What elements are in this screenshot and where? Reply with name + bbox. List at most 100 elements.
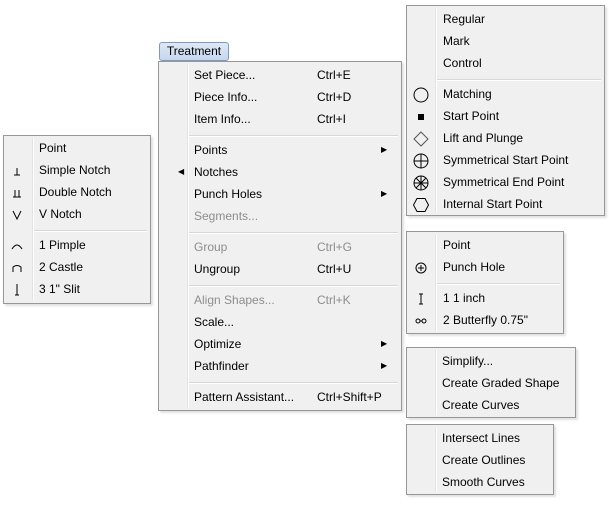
- menu-item-symmetrical-end-point[interactable]: Symmetrical End Point: [407, 171, 604, 193]
- menu-item-label: Simplify...: [442, 354, 494, 368]
- menu-item-segments[interactable]: Segments...: [159, 205, 401, 227]
- menu-item-mark[interactable]: Mark: [407, 30, 604, 52]
- optimize-submenu: Simplify... Create Graded Shape Create C…: [406, 347, 576, 418]
- menu-item-group[interactable]: Group Ctrl+G: [159, 236, 401, 258]
- menu-item-simplify[interactable]: Simplify...: [407, 350, 575, 372]
- menu-item-double-notch[interactable]: Double Notch: [4, 181, 150, 203]
- menu-item-label: Control: [443, 56, 482, 70]
- menu-item-shortcut: Ctrl+K: [317, 293, 351, 307]
- menu-item-label: Item Info...: [194, 112, 251, 126]
- menu-item-set-piece[interactable]: Set Piece... Ctrl+E: [159, 64, 401, 86]
- menu-item-create-outlines[interactable]: Create Outlines: [407, 449, 553, 471]
- points-submenu: Regular Mark Control Matching Start Poin…: [406, 5, 605, 216]
- butterfly-icon: [411, 309, 431, 331]
- menu-item-label: Symmetrical Start Point: [443, 153, 569, 167]
- menu-item-label: Start Point: [443, 109, 500, 123]
- menu-separator: [437, 79, 601, 81]
- menu-item-shortcut: Ctrl+Shift+P: [317, 390, 382, 404]
- menu-item-pattern-assistant[interactable]: Pattern Assistant... Ctrl+Shift+P: [159, 386, 401, 408]
- menu-item-label: Create Curves: [442, 398, 520, 412]
- menu-separator: [189, 382, 398, 384]
- menu-item-label: Points: [194, 143, 228, 157]
- menu-separator: [437, 283, 560, 285]
- menu-item-label: Smooth Curves: [442, 475, 525, 489]
- menu-item-shortcut: Ctrl+U: [317, 262, 352, 276]
- menu-item-castle[interactable]: 2 Castle: [4, 256, 150, 278]
- menu-separator: [189, 135, 398, 137]
- menu-item-pathfinder[interactable]: Pathfinder ▶: [159, 355, 401, 377]
- punch-holes-submenu: Point Punch Hole 1 1 inch 2 Butterfly 0.…: [406, 231, 564, 334]
- submenu-arrow-icon: ▶: [381, 189, 388, 198]
- menu-item-create-graded-shape[interactable]: Create Graded Shape: [407, 372, 575, 394]
- menu-gutter: [187, 64, 189, 408]
- menu-item-smooth-curves[interactable]: Smooth Curves: [407, 471, 553, 493]
- menu-item-points[interactable]: Points ▶: [159, 139, 401, 161]
- menu-item-pimple[interactable]: 1 Pimple: [4, 234, 150, 256]
- menu-gutter: [435, 234, 437, 331]
- menu-item-scale[interactable]: Scale...: [159, 311, 401, 333]
- menu-item-intersect-lines[interactable]: Intersect Lines: [407, 427, 553, 449]
- circle-icon: [411, 83, 431, 105]
- treatment-menu-title[interactable]: Treatment: [159, 42, 229, 61]
- menu-item-start-point[interactable]: Start Point: [407, 105, 604, 127]
- menu-item-item-info[interactable]: Item Info... Ctrl+I: [159, 108, 401, 130]
- menu-item-label: Pathfinder: [194, 359, 249, 373]
- submenu-arrow-icon: ▶: [381, 145, 388, 154]
- menu-item-internal-start-point[interactable]: Internal Start Point: [407, 193, 604, 215]
- menu-item-regular[interactable]: Regular: [407, 8, 604, 30]
- inch-icon: [411, 287, 431, 309]
- menu-item-shortcut: Ctrl+G: [317, 240, 353, 254]
- menu-item-label: Regular: [443, 12, 486, 26]
- menu-item-punch-hole[interactable]: Punch Hole: [407, 256, 563, 278]
- menu-item-ungroup[interactable]: Ungroup Ctrl+U: [159, 258, 401, 280]
- menu-item-label: 1 1 inch: [443, 291, 486, 305]
- menu-item-label: Lift and Plunge: [443, 131, 524, 145]
- notches-submenu: Point Simple Notch Double Notch V Notch …: [3, 135, 151, 304]
- menu-item-slit[interactable]: 3 1" Slit: [4, 278, 150, 300]
- menu-item-label: Ungroup: [194, 262, 241, 276]
- menu-separator: [34, 230, 147, 232]
- menu-item-label: Create Outlines: [442, 453, 526, 467]
- castle-icon: [7, 256, 27, 278]
- menu-item-punch-holes[interactable]: Punch Holes ▶: [159, 183, 401, 205]
- menu-item-control[interactable]: Control: [407, 52, 604, 74]
- menu-item-label: 2 Castle: [39, 260, 84, 274]
- menu-item-label: Point: [39, 141, 67, 155]
- menu-item-punch-point[interactable]: Point: [407, 234, 563, 256]
- menu-item-label: Pattern Assistant...: [194, 390, 295, 404]
- menu-item-label: Piece Info...: [194, 90, 258, 104]
- menu-item-label: Align Shapes...: [194, 293, 275, 307]
- menu-item-butterfly[interactable]: 2 Butterfly 0.75": [407, 309, 563, 331]
- menu-item-label: Set Piece...: [194, 68, 256, 82]
- menu-item-lift-and-plunge[interactable]: Lift and Plunge: [407, 127, 604, 149]
- menu-item-label: Internal Start Point: [443, 197, 543, 211]
- v-notch-icon: [7, 203, 27, 225]
- menu-item-align-shapes[interactable]: Align Shapes... Ctrl+K: [159, 289, 401, 311]
- menu-item-piece-info[interactable]: Piece Info... Ctrl+D: [159, 86, 401, 108]
- menu-item-notch-point[interactable]: Point: [4, 137, 150, 159]
- menu-item-matching[interactable]: Matching: [407, 83, 604, 105]
- menu-gutter: [435, 427, 437, 492]
- menu-item-simple-notch[interactable]: Simple Notch: [4, 159, 150, 181]
- circle-star-icon: [411, 171, 431, 193]
- menu-item-v-notch[interactable]: V Notch: [4, 203, 150, 225]
- menu-item-label: Intersect Lines: [442, 431, 521, 445]
- menu-gutter: [435, 8, 437, 213]
- menu-item-label: Punch Hole: [443, 260, 506, 274]
- pathfinder-submenu: Intersect Lines Create Outlines Smooth C…: [406, 424, 554, 495]
- treatment-menu: Set Piece... Ctrl+E Piece Info... Ctrl+D…: [158, 61, 402, 411]
- menu-item-label: Create Graded Shape: [442, 376, 560, 390]
- menu-item-label: Mark: [443, 34, 470, 48]
- hexagon-icon: [411, 193, 431, 215]
- menu-item-optimize[interactable]: Optimize ▶: [159, 333, 401, 355]
- submenu-left-arrow-icon: ◀: [178, 167, 185, 176]
- menu-item-label: Optimize: [194, 337, 242, 351]
- menu-item-1-inch[interactable]: 1 1 inch: [407, 287, 563, 309]
- menu-item-symmetrical-start-point[interactable]: Symmetrical Start Point: [407, 149, 604, 171]
- pimple-icon: [7, 234, 27, 256]
- menu-item-label: 1 Pimple: [39, 238, 86, 252]
- menu-item-notches[interactable]: ◀ Notches: [159, 161, 401, 183]
- submenu-arrow-icon: ▶: [381, 361, 388, 370]
- menu-item-create-curves[interactable]: Create Curves: [407, 394, 575, 416]
- menu-item-label: Punch Holes: [194, 187, 263, 201]
